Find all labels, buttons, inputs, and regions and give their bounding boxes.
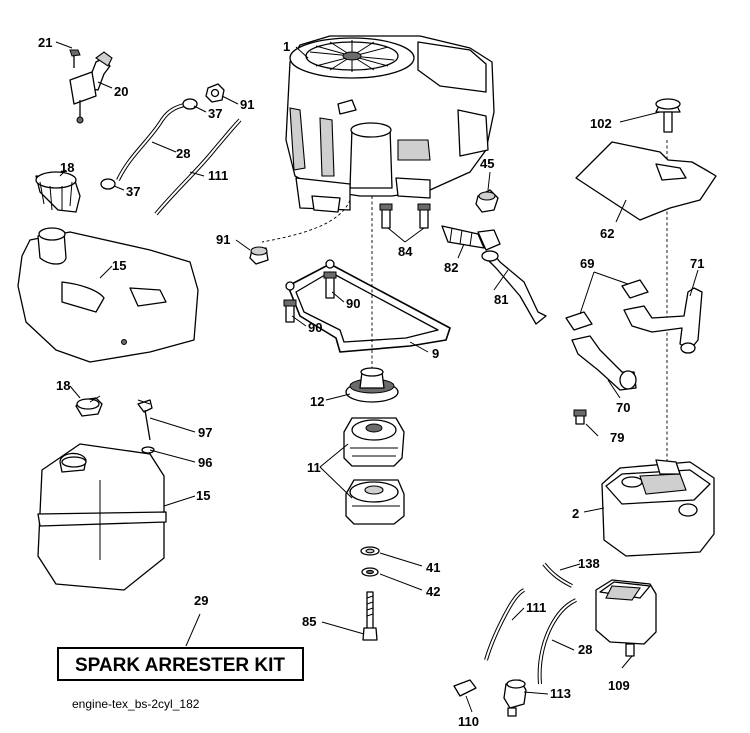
kit-label: SPARK ARRESTER KIT	[75, 655, 285, 676]
callout-81: 81	[494, 292, 508, 307]
callout-15a: 15	[112, 258, 126, 273]
engine-fittings	[379, 189, 547, 325]
callout-18b: 18	[56, 378, 70, 393]
callout-11: 11	[307, 460, 321, 475]
callout-84: 84	[398, 244, 413, 259]
callout-85: 85	[302, 614, 316, 629]
callout-90a: 90	[346, 296, 360, 311]
engine-assembly	[285, 35, 495, 213]
fuel-system-lower	[453, 562, 657, 717]
muffler	[601, 459, 715, 557]
spark-arrester-kit: SPARK ARRESTER KIT	[57, 647, 304, 681]
callout-102: 102	[590, 116, 612, 131]
callout-138: 138	[578, 556, 600, 571]
nut-91-guide	[261, 199, 351, 243]
callout-110: 110	[458, 714, 479, 729]
callout-21: 21	[38, 35, 52, 50]
callout-111a: 111	[208, 168, 228, 183]
callout-41: 41	[426, 560, 440, 575]
fuel-lines-upper	[100, 83, 242, 216]
callout-37b: 37	[126, 184, 140, 199]
callout-69: 69	[580, 256, 594, 271]
callout-1: 1	[283, 39, 290, 54]
callout-97: 97	[198, 425, 212, 440]
callout-113: 113	[550, 686, 571, 701]
callout-70: 70	[616, 400, 630, 415]
leader-lines	[55, 41, 699, 713]
callout-18a: 18	[60, 160, 74, 175]
callout-28b: 28	[578, 642, 592, 657]
throttle-control	[69, 49, 113, 124]
callout-labels: 1 21 20 91 37 28 37 111 18 15 91 90 90 9…	[38, 35, 704, 729]
exhaust-pipes	[565, 279, 703, 425]
engine-bracket	[249, 246, 451, 353]
callout-79: 79	[610, 430, 624, 445]
callout-12: 12	[310, 394, 324, 409]
fuel-tank-lower	[37, 397, 167, 591]
callout-90b: 90	[308, 320, 322, 335]
callout-29: 29	[194, 593, 208, 608]
kit-box	[57, 647, 304, 681]
callout-15b: 15	[196, 488, 210, 503]
callout-82: 82	[444, 260, 458, 275]
callout-20: 20	[114, 84, 128, 99]
callout-91b: 91	[216, 232, 230, 247]
callout-71: 71	[690, 256, 704, 271]
pto-clutch-stack	[343, 367, 405, 641]
heat-shield	[575, 98, 717, 221]
callout-62: 62	[600, 226, 614, 241]
callout-111b: 111	[526, 600, 546, 615]
callout-109: 109	[608, 678, 630, 693]
callout-2: 2	[572, 506, 579, 521]
callout-28a: 28	[176, 146, 190, 161]
callout-9: 9	[432, 346, 439, 361]
callout-45: 45	[480, 156, 494, 171]
callout-37a: 37	[208, 106, 222, 121]
callout-91a: 91	[240, 97, 254, 112]
diagram-footer: engine-tex_bs-2cyl_182	[72, 697, 200, 711]
callout-96: 96	[198, 455, 212, 470]
callout-42: 42	[426, 584, 440, 599]
fuel-tank-upper	[17, 171, 199, 363]
